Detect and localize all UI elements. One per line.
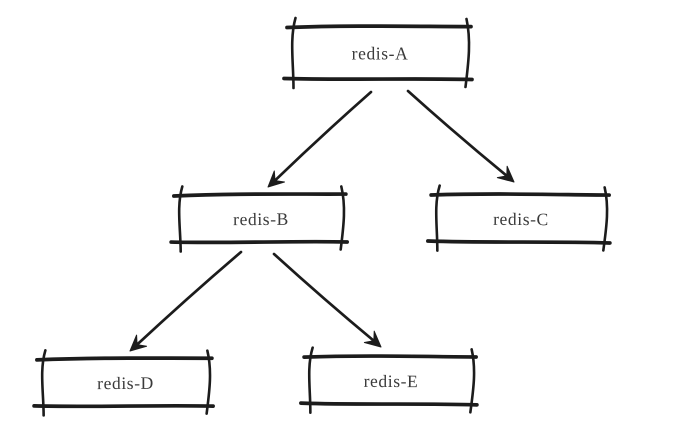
node-border-right <box>464 17 471 89</box>
arrowhead-icon <box>496 165 515 183</box>
node-border-top <box>429 192 611 197</box>
node-redis-C: redis-C <box>426 184 612 252</box>
arrowhead-icon <box>129 334 148 352</box>
node-border-left <box>307 346 314 414</box>
node-label-redis-E: redis-E <box>364 371 419 391</box>
node-redis-A: redis-A <box>282 16 474 90</box>
node-border-bottom <box>32 403 215 409</box>
edge-line <box>134 250 243 348</box>
node-border-left <box>290 16 297 90</box>
edge-line <box>406 89 510 179</box>
node-border-right <box>602 186 609 252</box>
edge-line <box>272 252 377 344</box>
node-border-right <box>205 349 212 415</box>
node-border-bottom <box>426 239 612 245</box>
arrowhead-icon <box>363 330 382 348</box>
node-label-redis-A: redis-A <box>352 44 409 64</box>
node-border-top <box>35 356 214 362</box>
node-label-redis-C: redis-C <box>493 209 549 229</box>
node-border-right <box>339 185 346 251</box>
edge-redis-B-redis-D <box>129 250 243 352</box>
node-border-left <box>177 185 184 253</box>
edge-redis-A-redis-C <box>406 89 515 183</box>
node-border-right <box>469 348 476 414</box>
node-redis-D: redis-D <box>32 349 215 417</box>
node-border-bottom <box>169 239 349 245</box>
arrowhead-icon <box>267 170 285 188</box>
node-border-left <box>434 184 441 252</box>
node-border-top <box>302 354 478 359</box>
node-border-bottom <box>282 76 474 82</box>
node-border-top <box>285 24 473 30</box>
node-redis-E: redis-E <box>299 346 479 414</box>
node-border-bottom <box>299 401 479 407</box>
node-label-redis-D: redis-D <box>97 373 154 393</box>
edge-redis-A-redis-B <box>267 90 373 188</box>
node-border-top <box>172 192 348 198</box>
edge-line <box>272 90 373 183</box>
node-label-redis-B: redis-B <box>233 209 289 229</box>
node-redis-B: redis-B <box>169 185 349 253</box>
edge-redis-B-redis-E <box>272 252 382 348</box>
node-border-left <box>40 349 47 417</box>
